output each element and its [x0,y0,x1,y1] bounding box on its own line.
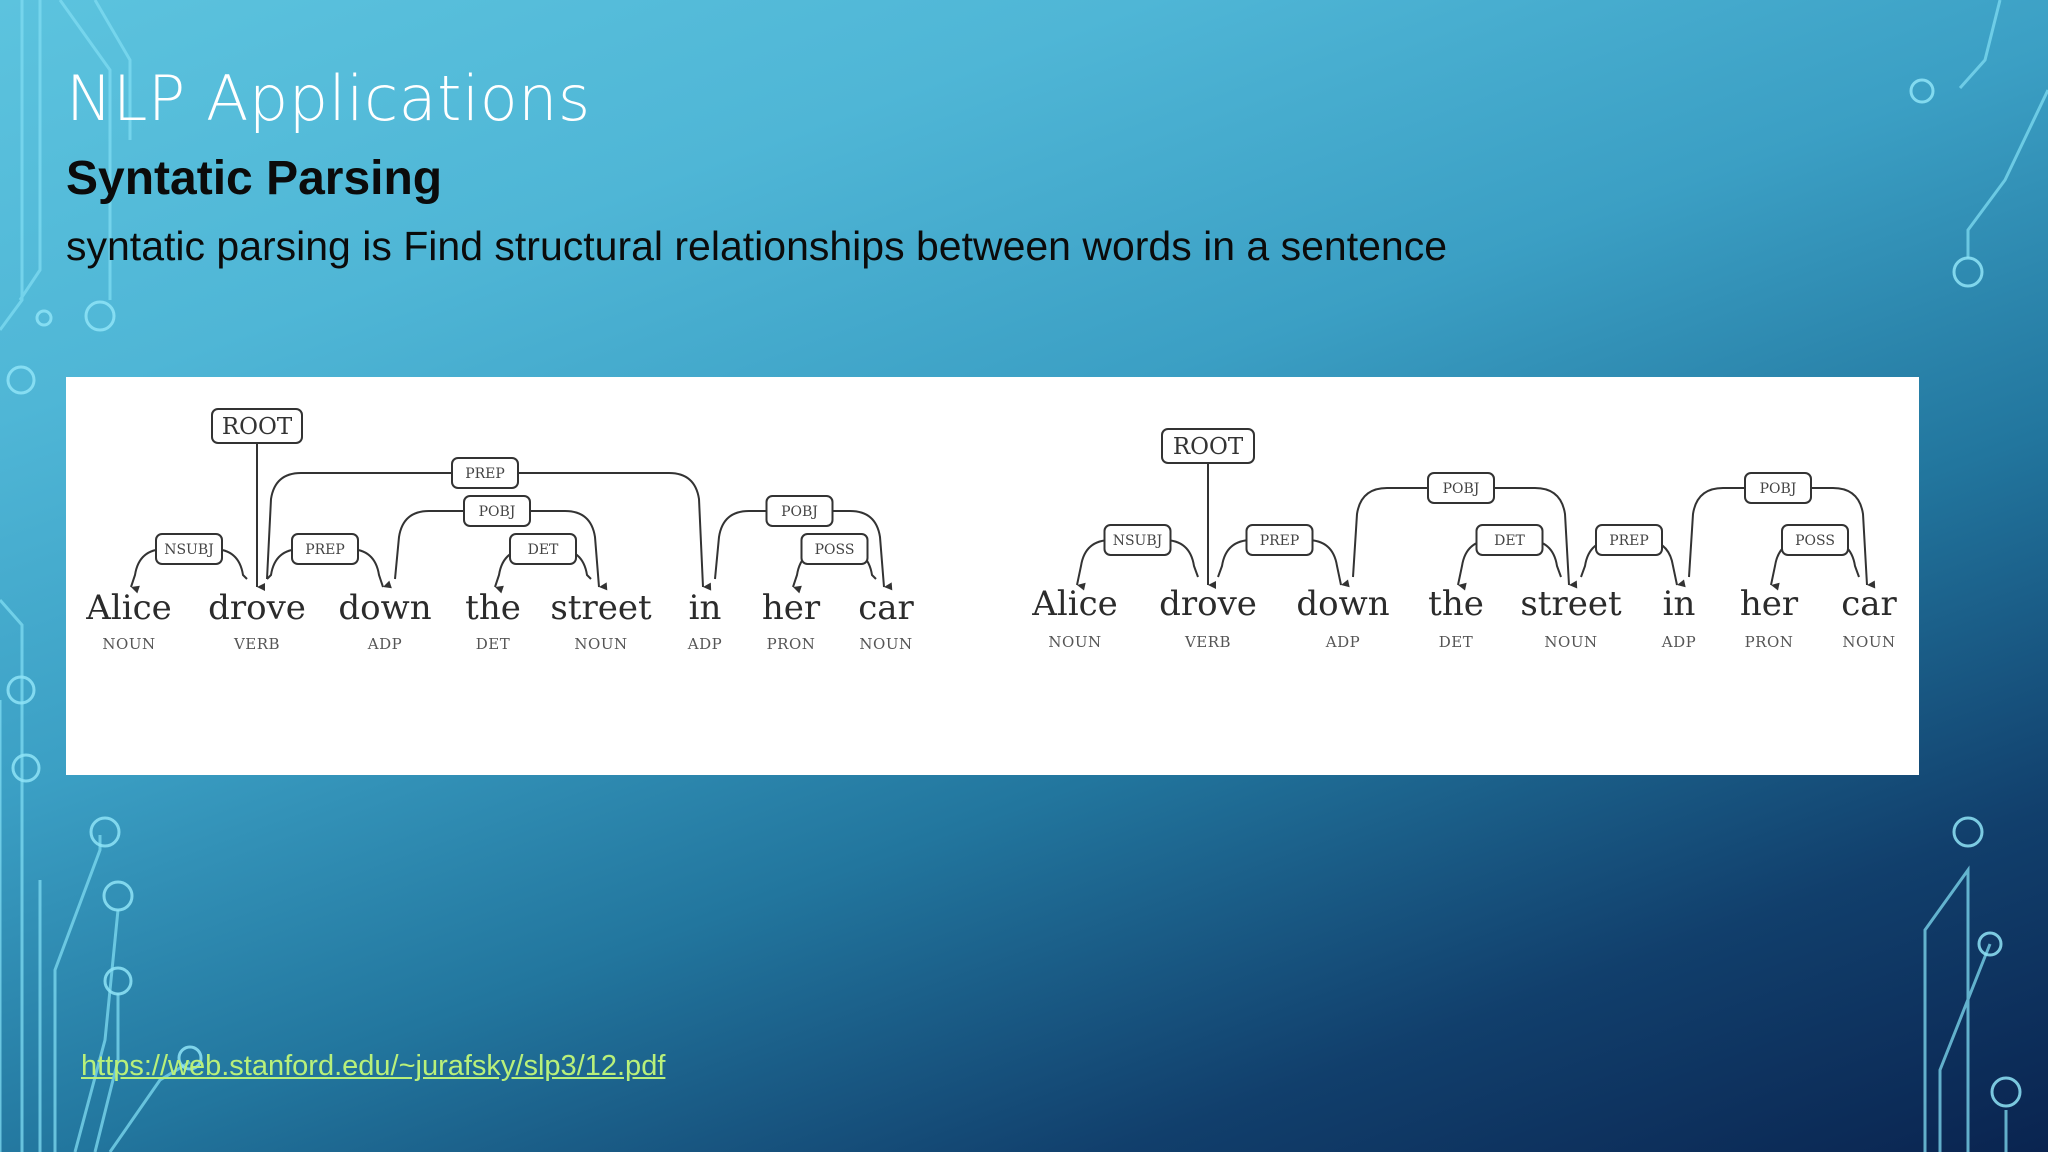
parse-word: her [762,588,821,628]
parse-pos-tag: DET [476,635,510,653]
parse-pos-tag: PRON [767,635,816,653]
dependency-arc [266,472,712,591]
parse-word: Alice [85,588,171,628]
parse-word: car [858,588,914,628]
arc-label-box [1781,524,1849,556]
parse-pos-tag: DET [1439,633,1473,651]
parse-pos-tag: ADP [1325,633,1360,651]
arc-label: PREP [1609,533,1649,549]
parse-word: street [1520,584,1622,624]
parse-pos-tag: NOUN [1544,633,1597,651]
parse-word: down [1296,584,1389,624]
arc-label: POBJ [479,504,516,520]
arc-label-box [1245,524,1314,556]
slide-title: NLP Applications [66,62,591,135]
parse-word: car [1841,584,1897,624]
arc-label: POSS [815,542,855,558]
arc-label-box [451,457,519,489]
parse-pos-tag: VERB [1184,633,1231,651]
parse-word: Alice [1031,584,1117,624]
root-label: ROOT [1173,434,1244,460]
parse-word: drove [208,588,306,628]
arc-label: NSUBJ [1113,533,1163,549]
arc-label: POSS [1795,533,1835,549]
parse-word: the [1428,584,1484,624]
arc-label-box [1744,472,1812,504]
arc-label-box [1103,524,1172,556]
arc-label-box [291,533,359,565]
arc-label: DET [1494,533,1525,549]
slide-description: syntatic parsing is Find structural rela… [66,223,1448,269]
parse-pos-tag: NOUN [859,635,912,653]
slide-subtitle: Syntatic Parsing [66,152,443,205]
arc-label-box [1475,524,1544,556]
parse-pos-tag: NOUN [1048,633,1101,651]
reference-link[interactable]: https://web.stanford.edu/~jurafsky/slp3/… [81,1050,666,1082]
parse-pos-tag: PRON [1745,633,1794,651]
parse-word: in [1663,584,1696,624]
arc-label: POBJ [1443,481,1480,497]
dependency-parse-diagram: AliceNOUNdroveVERBdownADPtheDETstreetNOU… [85,408,1898,653]
root-label: ROOT [222,414,293,440]
parse-pos-tag: NOUN [1842,633,1895,651]
parse-word: the [465,588,521,628]
arc-label: POBJ [1760,481,1797,497]
arc-label: POBJ [781,504,818,520]
parse-pos-tag: ADP [367,635,402,653]
parse-pos-tag: ADP [1661,633,1696,651]
arc-label: PREP [305,542,345,558]
parse-pos-tag: NOUN [574,635,627,653]
parse-tree-left: AliceNOUNdroveVERBdownADPtheDETstreetNOU… [85,408,915,653]
parse-word: in [689,588,722,628]
parse-tree-right: AliceNOUNdroveVERBdownADPtheDETstreetNOU… [1031,428,1898,651]
arc-label-box [765,495,834,527]
arc-label-box [1595,524,1663,556]
arc-label-box [800,533,869,565]
parse-word: down [338,588,431,628]
parse-word: her [1740,584,1799,624]
arc-label-box [1427,472,1495,504]
parse-word: drove [1159,584,1257,624]
arc-label-box [155,533,223,565]
arc-label: DET [528,542,559,558]
arc-label: NSUBJ [164,542,214,558]
arc-label-box [463,495,531,527]
parse-pos-tag: NOUN [102,635,155,653]
parse-pos-tag: ADP [687,635,722,653]
parse-pos-tag: VERB [233,635,280,653]
arc-label: PREP [465,466,505,482]
arc-label: PREP [1260,533,1300,549]
arc-label-box [509,533,577,565]
parse-word: street [550,588,652,628]
